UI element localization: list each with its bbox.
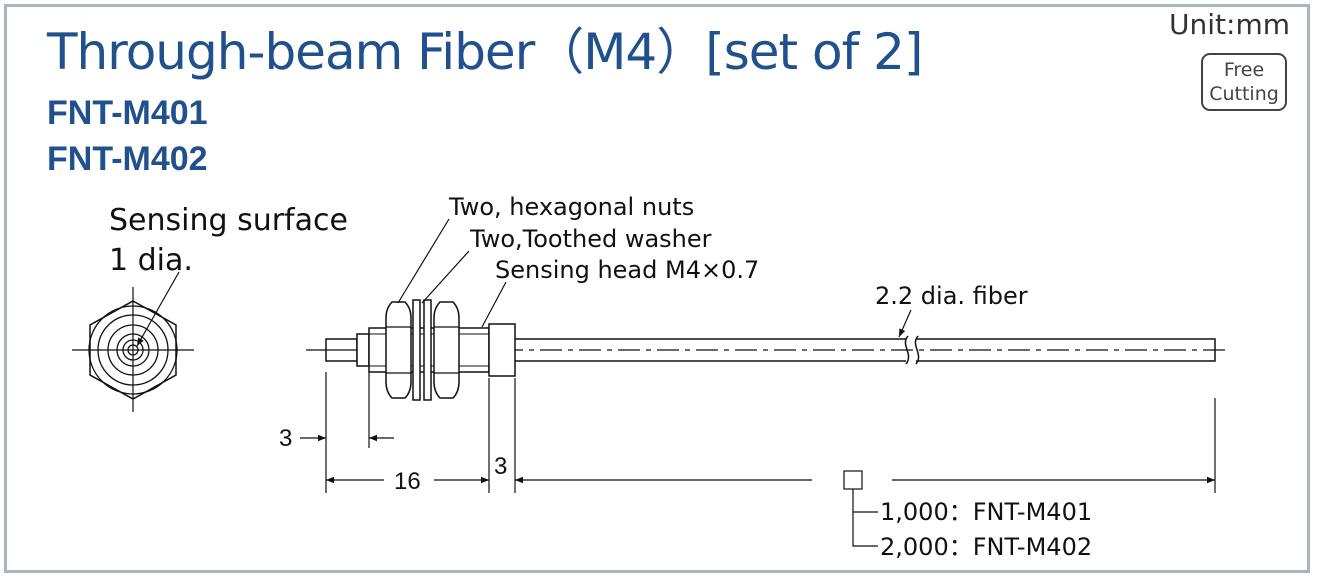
hex-nut-2 bbox=[433, 301, 460, 399]
fiber-break-right bbox=[914, 335, 920, 365]
front-hex-nut bbox=[89, 300, 177, 400]
front-ring-4 bbox=[116, 333, 150, 367]
toothed-washer-2 bbox=[423, 299, 432, 401]
hex-nut-1 bbox=[385, 301, 412, 399]
dimensions: 3 16 3 1,000：FNT-M401 2,000：FNT-M402 bbox=[279, 372, 1216, 561]
length-model-1: FNT-M401 bbox=[973, 498, 1092, 526]
dim-body-value: 16 bbox=[394, 468, 421, 495]
sensing-surface-circle bbox=[127, 344, 139, 356]
length-separator-1: ： bbox=[949, 498, 973, 526]
fiber-segment-2 bbox=[916, 338, 1216, 362]
model-number-2: FNT-M402 bbox=[47, 140, 208, 178]
sensing-surface-leader bbox=[136, 271, 180, 347]
callouts: Two, hexagonal nuts Two,Toothed washer S… bbox=[397, 193, 1028, 338]
badge-line-2: Cutting bbox=[1209, 83, 1279, 105]
fiber-segment-1 bbox=[515, 338, 906, 362]
sensing-diameter-label: 1 dia. bbox=[109, 243, 193, 278]
callout-hex-nuts: Two, hexagonal nuts bbox=[448, 193, 694, 221]
badge-line-1: Free bbox=[1223, 59, 1265, 81]
leader-fiber bbox=[898, 309, 912, 338]
dim-tip-value: 3 bbox=[279, 425, 292, 452]
front-ring-3 bbox=[107, 324, 159, 376]
length-value-2: 2,000 bbox=[880, 533, 949, 561]
length-model-2: FNT-M402 bbox=[973, 533, 1092, 561]
callout-sensing-head: Sensing head M4×0.7 bbox=[495, 256, 759, 284]
length-value-1: 1,000 bbox=[880, 498, 949, 526]
dim-head-value: 3 bbox=[494, 453, 507, 480]
model-number-1: FNT-M401 bbox=[47, 94, 208, 132]
callout-fiber: 2.2 dia. fiber bbox=[875, 282, 1028, 310]
page-title: Through-beam Fiber（M4）[set of 2] bbox=[47, 23, 923, 81]
front-view: Sensing surface 1 dia. bbox=[72, 203, 348, 412]
sensing-surface-label: Sensing surface bbox=[109, 203, 348, 238]
length-row-2: 2,000：FNT-M402 bbox=[880, 533, 1092, 561]
leader-hex-nuts bbox=[397, 218, 450, 304]
front-ring-5 bbox=[122, 339, 144, 361]
tip-collar bbox=[356, 333, 370, 367]
length-table-bracket bbox=[852, 489, 878, 547]
length-row-1: 1,000：FNT-M401 bbox=[880, 498, 1092, 526]
leader-toothed-washer bbox=[421, 250, 470, 304]
toothed-washer-1 bbox=[412, 299, 421, 401]
callout-toothed-washer: Two,Toothed washer bbox=[469, 225, 712, 253]
fiber-break-left bbox=[904, 335, 910, 365]
sheet-frame bbox=[4, 4, 1310, 573]
length-separator-2: ： bbox=[949, 533, 973, 561]
length-placeholder-box bbox=[843, 470, 863, 490]
unit-label: Unit:mm bbox=[1169, 8, 1290, 41]
free-cutting-badge: Free Cutting bbox=[1201, 53, 1287, 111]
side-view bbox=[306, 299, 1225, 401]
leader-sensing-head bbox=[481, 281, 507, 328]
front-ring-1 bbox=[88, 305, 178, 395]
sensing-head-collar bbox=[488, 323, 516, 377]
front-ring-2 bbox=[97, 314, 169, 386]
